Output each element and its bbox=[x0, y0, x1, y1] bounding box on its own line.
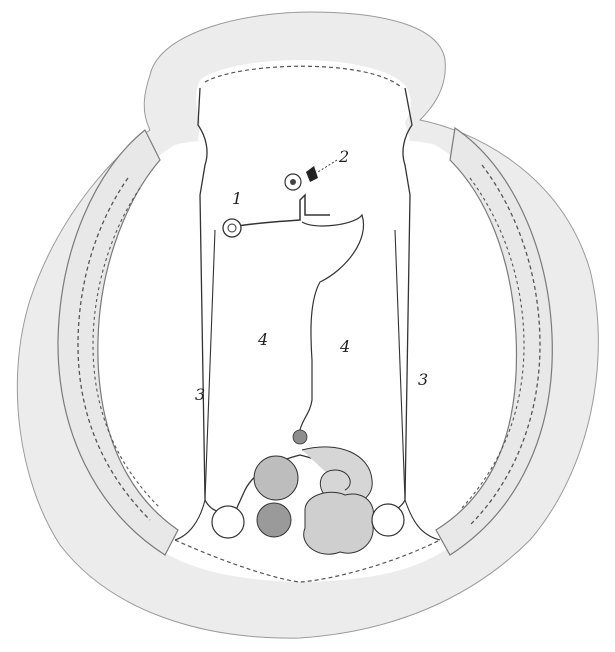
small-vesicle-inner bbox=[290, 179, 296, 185]
left-organ-lower bbox=[257, 503, 291, 537]
label-4-left: 4 bbox=[257, 330, 268, 349]
label-4-right: 4 bbox=[339, 337, 350, 356]
head-cap-inner bbox=[196, 60, 411, 148]
left-vessel-ring bbox=[212, 506, 244, 538]
label-2: 2 bbox=[338, 147, 349, 166]
duct-opening bbox=[223, 219, 241, 237]
label-3-left: 3 bbox=[195, 385, 205, 404]
right-vessel-ring bbox=[372, 504, 404, 536]
label-3-right: 3 bbox=[418, 370, 428, 389]
small-top-organ bbox=[293, 430, 307, 444]
left-organ bbox=[254, 456, 298, 500]
label-1: 1 bbox=[232, 189, 242, 208]
right-organ-lobed bbox=[304, 492, 374, 554]
